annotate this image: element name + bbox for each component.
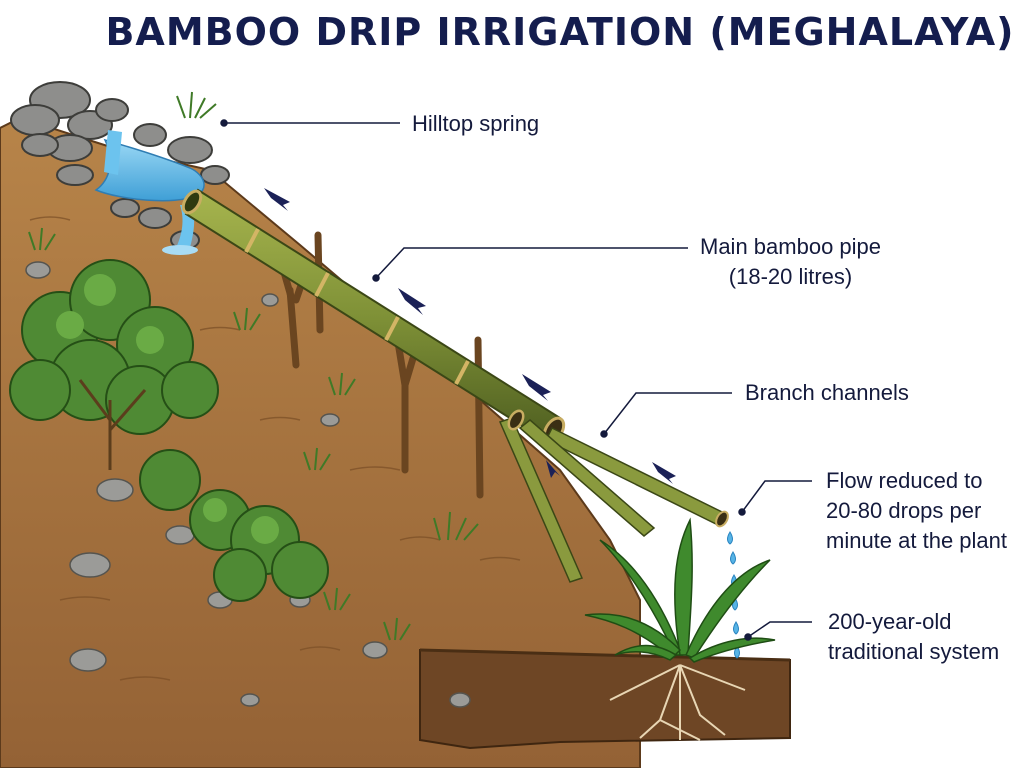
label-branch-channels: Branch channels	[745, 380, 909, 405]
diagram-title: BAMBOO DRIP IRRIGATION (MEGHALAYA)	[105, 10, 1015, 54]
flow-arrows	[264, 188, 676, 484]
label-flow-reduced: Flow reduced to 20-80 drops per minute a…	[826, 468, 1008, 553]
label-hilltop-spring: Hilltop spring	[412, 111, 540, 136]
label-traditional-system: 200-year-old traditional system	[828, 609, 1000, 664]
leader-lines	[220, 119, 812, 641]
plant	[584, 517, 776, 663]
field-soil	[419, 648, 791, 750]
branch-channels	[498, 409, 729, 583]
water-drops	[727, 531, 740, 659]
label-main-pipe: Main bamboo pipe (18-20 litres)	[700, 234, 882, 289]
